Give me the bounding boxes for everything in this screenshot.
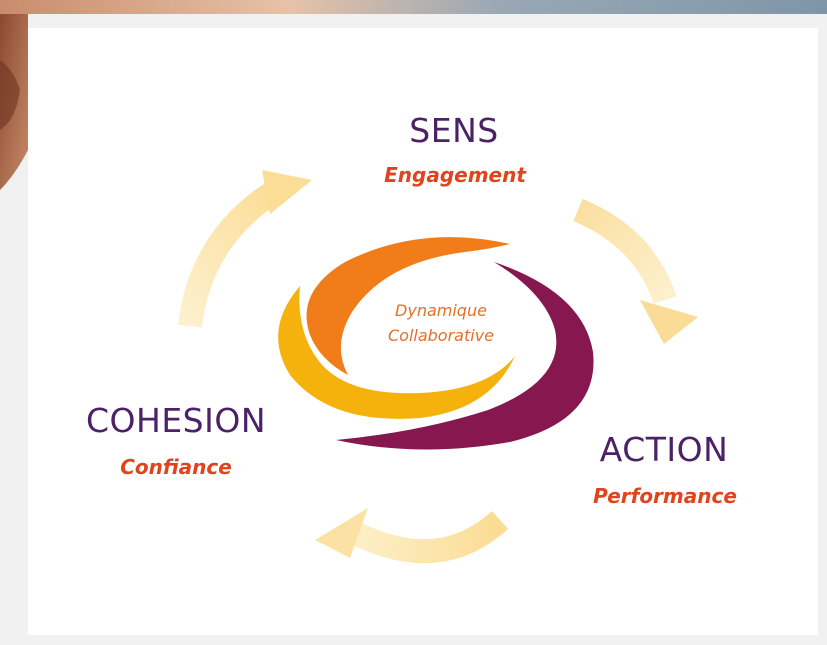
sens-subtitle: Engagement — [384, 163, 526, 187]
cohesion-subtitle: Confiance — [120, 455, 232, 479]
center-label-line1: Dynamique — [395, 301, 487, 320]
diagram-panel — [28, 28, 818, 635]
cohesion-title: COHESION — [85, 401, 267, 440]
cycle-arrow-sens-to-action — [573, 198, 698, 344]
action-subtitle: Performance — [593, 484, 737, 508]
cycle-arrow-action-to-cohesion — [315, 508, 509, 564]
swirl-yellow — [278, 286, 515, 419]
center-label-line2: Collaborative — [387, 326, 495, 345]
swirl-orange — [306, 237, 510, 375]
center-label: Dynamique Collaborative — [388, 298, 494, 348]
action-title: ACTION — [599, 430, 729, 469]
sens-title: SENS — [409, 111, 499, 150]
swirl-purple — [336, 262, 594, 450]
cycle-arrow-cohesion-to-sens — [178, 170, 312, 328]
